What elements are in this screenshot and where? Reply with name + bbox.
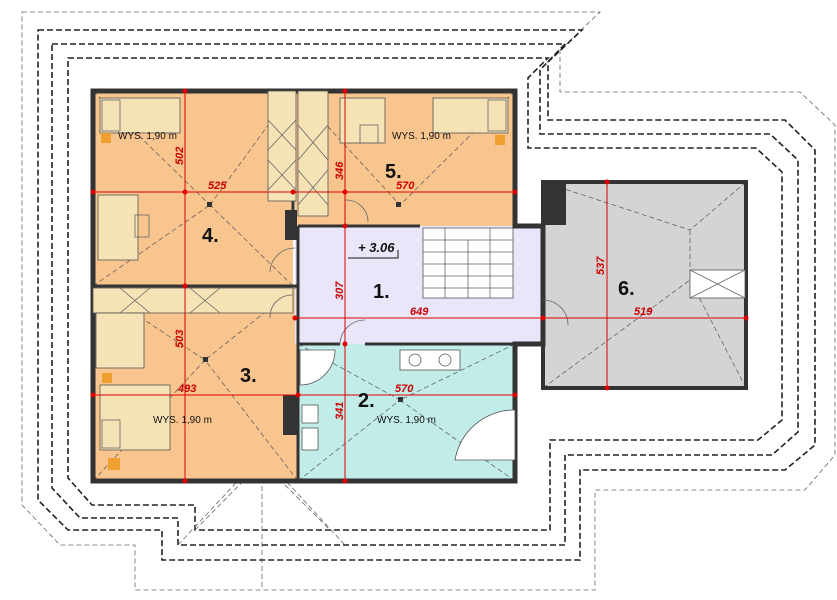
dimension-labels: 525 502 570 346 307 649 519 537 503 493 … xyxy=(174,147,653,420)
bathtub-icon xyxy=(454,409,516,461)
wardrobe-icon xyxy=(267,90,297,202)
dim-room4-depth: 502 xyxy=(174,147,186,165)
height-labels: WYS. 1,90 m WYS. 1,90 m WYS. 1,90 m WYS.… xyxy=(118,131,451,426)
dim-room5-width: 570 xyxy=(396,180,415,192)
center-markers xyxy=(203,202,403,402)
room-number-3: 3. xyxy=(240,365,257,387)
bed-icon xyxy=(432,97,509,134)
bed-icon xyxy=(99,97,181,134)
dim-room1-depth: 307 xyxy=(334,281,346,300)
dim-room5-depth: 346 xyxy=(334,161,346,180)
height-room3: WYS. 1,90 m xyxy=(153,415,212,426)
room-number-4: 4. xyxy=(202,225,219,247)
shower-icon xyxy=(299,349,336,386)
room-number-6: 6. xyxy=(618,278,635,300)
height-room4: WYS. 1,90 m xyxy=(118,131,177,142)
door-icon xyxy=(269,247,296,273)
level-mark-text: + 3.06 xyxy=(358,240,395,255)
room-number-1: 1. xyxy=(373,281,390,303)
staircase xyxy=(422,227,514,299)
height-room2: WYS. 1,90 m xyxy=(377,415,436,426)
desk-icon xyxy=(339,97,386,144)
dim-room2-depth: 341 xyxy=(334,402,346,420)
wardrobe-icon xyxy=(92,287,294,314)
level-mark: + 3.06 xyxy=(348,240,399,259)
bed-icon xyxy=(99,384,171,451)
dim-room6-depth: 537 xyxy=(595,256,607,275)
desk-icon xyxy=(97,194,139,261)
dim-room3-width: 493 xyxy=(177,383,196,395)
room-number-2: 2. xyxy=(358,390,375,412)
dim-room4-width: 525 xyxy=(208,180,227,192)
dim-room6-width: 519 xyxy=(634,306,653,318)
dim-room2-width: 570 xyxy=(395,383,414,395)
height-room5: WYS. 1,90 m xyxy=(392,131,451,142)
dim-corridor-length: 649 xyxy=(410,306,429,318)
furniture xyxy=(92,90,746,470)
dimension-lines xyxy=(90,88,749,484)
toilet-icon xyxy=(301,404,319,424)
dim-room3-depth: 503 xyxy=(174,330,186,348)
room-number-5: 5. xyxy=(385,161,402,183)
room-numbers: 4. 5. 1. 3. 2. 6. xyxy=(202,161,635,412)
washbasin-icon xyxy=(399,349,461,371)
